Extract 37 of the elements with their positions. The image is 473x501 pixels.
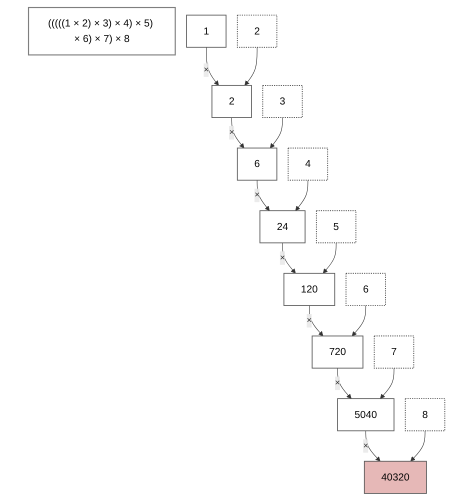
arrow — [322, 242, 336, 274]
node-box: 5040 — [336, 398, 394, 432]
arrow — [282, 242, 296, 274]
node-box: 7 — [374, 336, 414, 369]
node-box: 5 — [316, 210, 356, 244]
edge-label: × — [280, 253, 285, 263]
node-box: 4 — [288, 148, 328, 181]
edge-label: × — [362, 440, 368, 451]
edge-label: × — [306, 316, 312, 326]
node-box: 8 — [404, 398, 446, 432]
arrow — [270, 117, 283, 148]
arrow — [337, 368, 352, 399]
node-box: 720 — [312, 336, 364, 369]
edge-label: × — [228, 128, 234, 138]
node-box: 6 — [345, 272, 386, 306]
arrow — [308, 305, 324, 336]
node-box: 2 — [211, 85, 252, 118]
node-box: 2 — [236, 14, 278, 48]
node-box: 1 — [186, 14, 226, 48]
arrow — [244, 47, 258, 86]
arrow — [231, 117, 244, 148]
arrow — [410, 430, 426, 462]
arrow — [380, 368, 394, 399]
edge-label: × — [334, 378, 340, 388]
node-box: (((((1 × 2) × 3) × 4) × 5) × 6) × 7) × 8 — [28, 6, 176, 56]
edge-label: × — [203, 65, 209, 75]
node-box: 120 — [283, 272, 335, 306]
node-box: 24 — [259, 210, 306, 244]
node-box: 3 — [262, 85, 303, 118]
node-box: 40320 — [364, 460, 427, 494]
node-box: 6 — [236, 148, 278, 181]
arrow — [352, 305, 366, 336]
edge-label: × — [254, 190, 260, 200]
arrow — [256, 180, 270, 211]
arrow — [295, 180, 308, 211]
arrow — [206, 47, 219, 86]
arrow — [365, 430, 380, 462]
